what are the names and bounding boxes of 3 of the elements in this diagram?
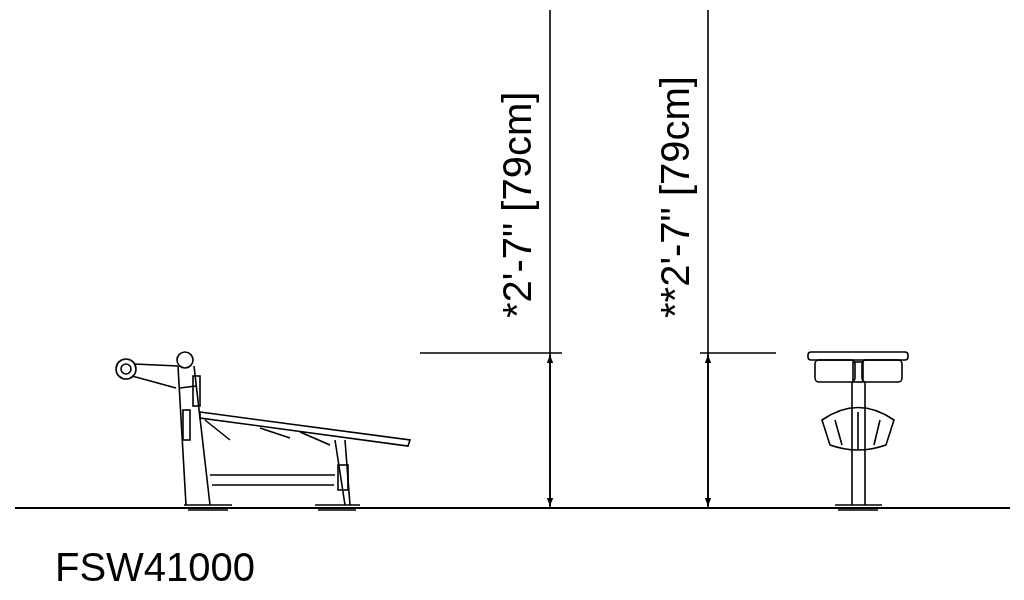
dimension-label: *2'-7" [79cm] (495, 91, 540, 318)
dimension-label: **2'-7" [79cm] (653, 76, 698, 318)
model-number-label: FSW41000 (55, 545, 256, 590)
